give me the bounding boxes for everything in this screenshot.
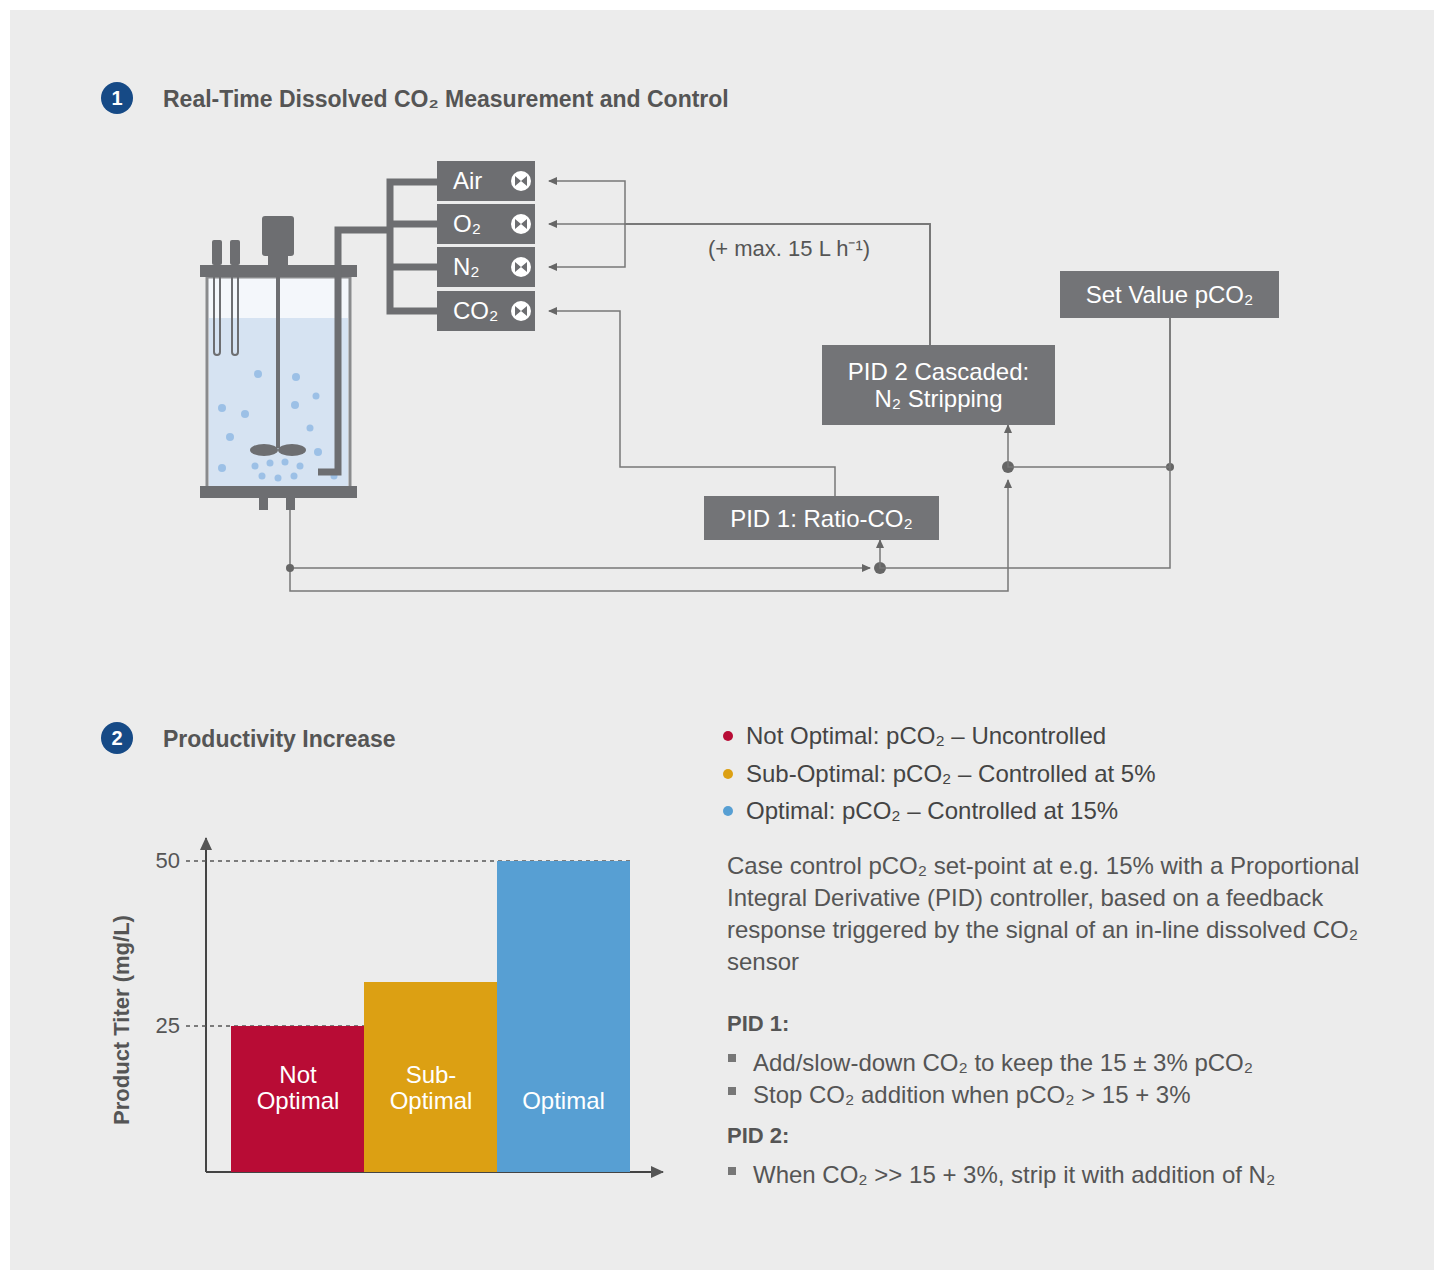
valve-circle xyxy=(511,214,531,234)
legend-text: Optimal: pCO₂ – Controlled at 15% xyxy=(746,797,1118,825)
bioreactor xyxy=(200,216,357,510)
callout-circle: 1 xyxy=(101,82,133,114)
node-text: N₂ xyxy=(453,253,480,281)
legend-swatch xyxy=(723,806,733,816)
section-heading: Productivity Increase xyxy=(163,724,396,754)
axis-tick-label: 25 xyxy=(140,1011,180,1041)
valve-symbol xyxy=(510,256,532,278)
gas-valve-box: O₂ xyxy=(437,204,535,244)
connector xyxy=(549,224,930,345)
node-text: Optimal xyxy=(522,1088,605,1114)
callout-circle: 2 xyxy=(101,722,133,754)
gas-valve-box: Air xyxy=(437,161,535,201)
bar: Not Optimal xyxy=(231,1026,365,1172)
valve-symbol xyxy=(510,213,532,235)
valve-bowtie xyxy=(515,219,527,229)
valve-bowtie xyxy=(515,262,527,272)
controller-box: PID 1: Ratio-CO₂ xyxy=(704,496,939,540)
bullet-text: When CO₂ >> 15 + 3%, strip it with addit… xyxy=(753,1160,1275,1190)
valve-circle xyxy=(511,171,531,191)
bullet-square xyxy=(728,1054,736,1175)
chart-axes xyxy=(186,838,663,1172)
setpoint-box: Set Value pCO₂ xyxy=(1060,271,1279,318)
legend-row: Not Optimal: pCO₂ – Uncontrolled xyxy=(723,722,1106,750)
connector xyxy=(549,311,835,496)
node-text: PID 1: Ratio-CO₂ xyxy=(730,505,913,532)
legend-row: Sub-Optimal: pCO₂ – Controlled at 5% xyxy=(723,760,1156,788)
connector-label: (+ max. 15 L h⁻¹) xyxy=(705,232,873,262)
background-panel xyxy=(10,10,1434,1270)
subheading: PID 1: xyxy=(727,1009,789,1039)
controller-box: PID 2 Cascaded: N₂ Stripping xyxy=(822,345,1055,425)
axis-tick-label: 50 xyxy=(140,846,180,876)
valve-circle xyxy=(511,301,531,321)
legend-row: Optimal: pCO₂ – Controlled at 15% xyxy=(723,797,1118,825)
node-text: 1 xyxy=(111,87,122,110)
section-heading: Real-Time Dissolved CO₂ Measurement and … xyxy=(163,84,729,114)
valve-bowtie xyxy=(515,176,527,186)
valve-symbol xyxy=(510,170,532,192)
legend-text: Not Optimal: pCO₂ – Uncontrolled xyxy=(746,722,1106,750)
axis-title: Product Titer (mg/L) xyxy=(107,870,137,1170)
bar: Optimal xyxy=(497,861,630,1172)
legend-text: Sub-Optimal: pCO₂ – Controlled at 5% xyxy=(746,760,1156,788)
connector xyxy=(549,181,930,345)
valve-bowtie xyxy=(515,306,527,316)
node-text: Air xyxy=(453,167,482,195)
gas-valve-box: CO₂ xyxy=(437,291,535,331)
node-text: CO₂ xyxy=(453,297,498,325)
description-text: Case control pCO₂ set-point at e.g. 15% … xyxy=(727,850,1387,978)
node-text: Not Optimal xyxy=(243,1062,353,1114)
legend-swatch xyxy=(723,731,733,741)
valve-circle xyxy=(511,257,531,277)
connector xyxy=(549,224,930,345)
gas-valve-box: N₂ xyxy=(437,247,535,287)
subheading: PID 2: xyxy=(727,1121,789,1151)
gas-pipe xyxy=(318,182,437,472)
valve-symbol xyxy=(510,300,532,322)
legend-swatch xyxy=(723,769,733,779)
node-text: 2 xyxy=(111,727,122,750)
bar: Sub-Optimal xyxy=(364,982,498,1172)
node-text: PID 2 Cascaded: N₂ Stripping xyxy=(839,358,1039,412)
summing-junction xyxy=(286,461,1174,574)
node-text: Sub-Optimal xyxy=(376,1062,486,1114)
bullet-text: Add/slow-down CO₂ to keep the 15 ± 3% pC… xyxy=(753,1048,1253,1078)
node-text: O₂ xyxy=(453,210,481,238)
bullet-text: Stop CO₂ addition when pCO₂ > 15 + 3% xyxy=(753,1080,1191,1110)
sensor-signal-line xyxy=(290,480,1008,591)
node-text: Set Value pCO₂ xyxy=(1086,281,1254,308)
